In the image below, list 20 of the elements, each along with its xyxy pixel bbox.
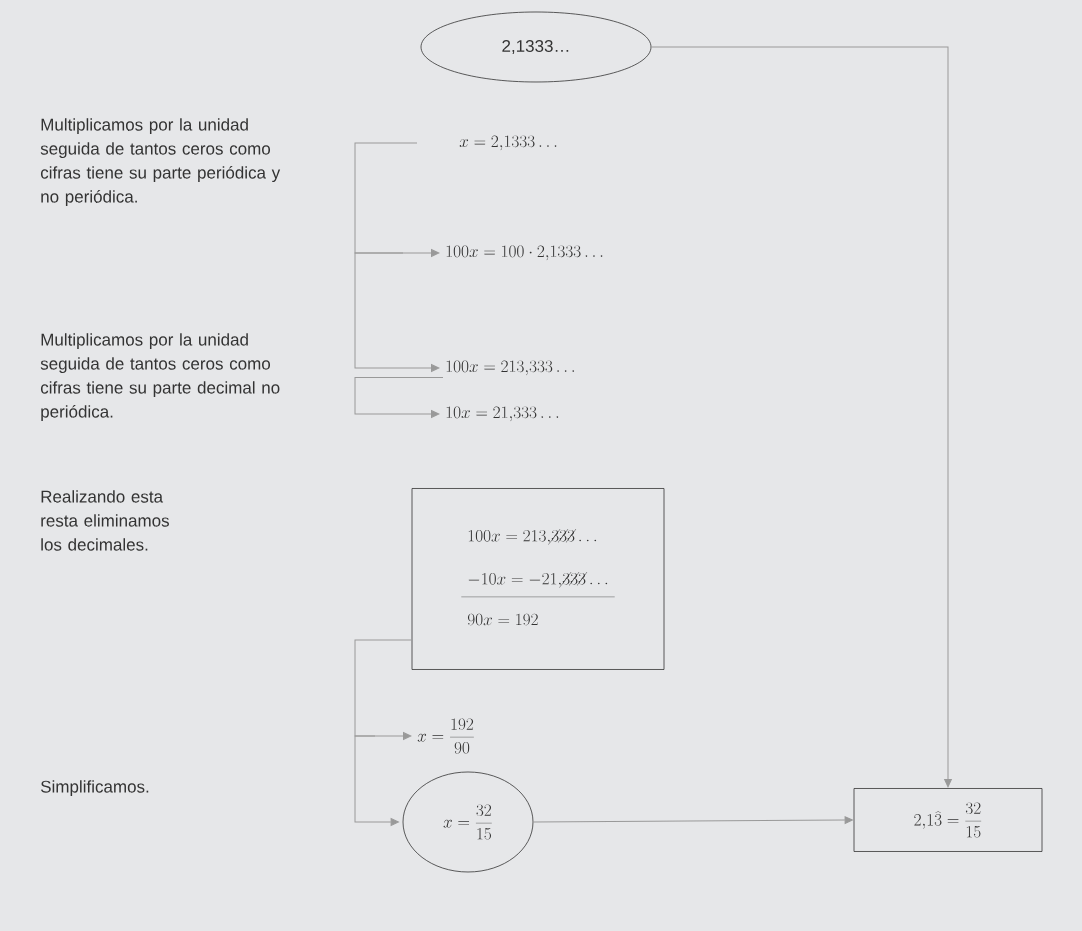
note: Multiplicamos por la unidad seguida de tantos ceros como cifras tiene su parte decimal no periódica. — [40, 333, 280, 422]
note: Multiplicamos por la unidad seguida de tantos ceros como cifras tiene su parte periódica y no periódica. — [40, 118, 281, 207]
equation: $x = 2{,}1333\ldots$ — [459, 135, 557, 151]
arrow — [354, 142, 440, 257]
arrow — [354, 735, 399, 826]
ellipse-node: $x = \frac{32}{15}$ — [402, 771, 534, 873]
equation: $x = \frac{192}{90}$ — [417, 718, 474, 754]
arrow — [354, 639, 413, 740]
arrow — [354, 376, 444, 418]
arrow — [354, 252, 440, 372]
ellipse-node: 2,1333… — [420, 11, 652, 83]
result-box: $2{,}1\widehat{3} = \frac{32}{15}$ — [853, 788, 1043, 852]
note: Realizando esta resta eliminamos los decimales. — [41, 490, 169, 551]
arrow — [650, 46, 952, 788]
note: Simplificamos. — [40, 780, 149, 797]
equation: $100x = 213{,}333\ldots$ — [446, 360, 575, 376]
calculation-box: $100x = 213{,}\cancel{3}\cancel{3}\cancel{3}\ldots$ $-10x = -21{,}\cancel{3}\cancel{3}\cancel{3}\ldots$ $90x = 192$ — [411, 488, 665, 670]
arrow — [532, 816, 853, 824]
equation: $10x = 21{,}333\ldots$ — [446, 406, 559, 422]
equation: $100x = 100 \cdot 2{,}1333\ldots$ — [446, 245, 603, 261]
